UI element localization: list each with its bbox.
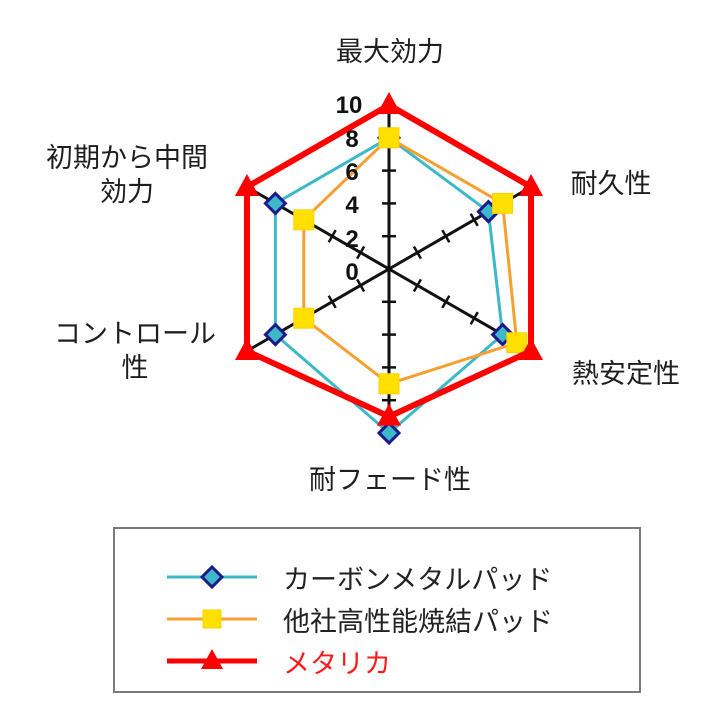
- axis-tick: [412, 245, 422, 260]
- legend-label: メタリカ: [283, 648, 391, 680]
- square-marker: [378, 373, 400, 395]
- axis-tick: [356, 245, 366, 260]
- legend-item-metallica[interactable]: メタリカ: [115, 641, 391, 681]
- triangle-marker: [234, 338, 259, 360]
- axis-label-heat-stability: 熱安定性: [572, 359, 680, 390]
- legend-label: カーボンメタルパッド: [283, 564, 553, 596]
- axis-label-initial-mid-effect: 初期から中間 効力: [22, 142, 232, 210]
- axis-label-control-line1: コントロール: [54, 319, 216, 350]
- diamond-marker-icon: [167, 564, 257, 590]
- triangle-marker: [519, 174, 544, 196]
- tick-label-8: 8: [345, 126, 359, 153]
- legend: カーボンメタルパッド 他社高性能焼結パッド メタリカ: [113, 527, 641, 693]
- triangle-marker: [377, 92, 401, 114]
- series-line-1: [302, 136, 519, 386]
- triangle-marker: [519, 338, 544, 360]
- axis-label-control-line2: 性: [121, 353, 149, 384]
- axis-tick: [327, 229, 337, 243]
- axis-tick: [441, 229, 451, 243]
- axis-tick: [441, 295, 451, 309]
- axis-label-initial-line1: 初期から中間: [46, 143, 208, 174]
- axis-tick: [356, 278, 366, 293]
- axis-label-fade-resistance: 耐フェード性: [309, 465, 471, 496]
- triangle-marker-icon: [167, 649, 257, 669]
- tick-label-10: 10: [335, 92, 363, 119]
- tick-label-6: 6: [345, 159, 359, 186]
- square-marker: [506, 332, 528, 354]
- diamond-marker: [376, 420, 402, 446]
- axis-tick: [469, 213, 479, 227]
- axis-tick: [469, 311, 479, 325]
- legend-label: 他社高性能焼結パッド: [283, 606, 553, 638]
- tick-label-4: 4: [345, 192, 359, 219]
- axis-label-control: コントロール 性: [40, 318, 230, 386]
- axis-tick: [412, 278, 422, 293]
- legend-item-carbon-metal[interactable]: カーボンメタルパッド: [115, 557, 552, 597]
- diamond-marker: [263, 322, 288, 347]
- axis-tick: [327, 295, 337, 309]
- tick-label-2: 2: [345, 226, 359, 253]
- legend-item-competitor-sintered[interactable]: 他社高性能焼結パッド: [115, 599, 553, 639]
- diamond-marker: [263, 191, 288, 216]
- diamond-marker: [490, 322, 515, 347]
- axis-label-durability: 耐久性: [570, 169, 652, 200]
- square-marker: [293, 209, 315, 231]
- tick-label-0: 0: [345, 259, 359, 286]
- axis-label-max-effect: 最大効力: [336, 37, 444, 68]
- square-marker: [492, 192, 514, 214]
- axis-label-initial-line2: 効力: [100, 177, 154, 208]
- square-marker: [378, 127, 400, 149]
- triangle-marker: [234, 174, 259, 196]
- triangle-marker: [377, 403, 401, 426]
- square-marker: [293, 307, 315, 329]
- square-marker-icon: [167, 609, 257, 629]
